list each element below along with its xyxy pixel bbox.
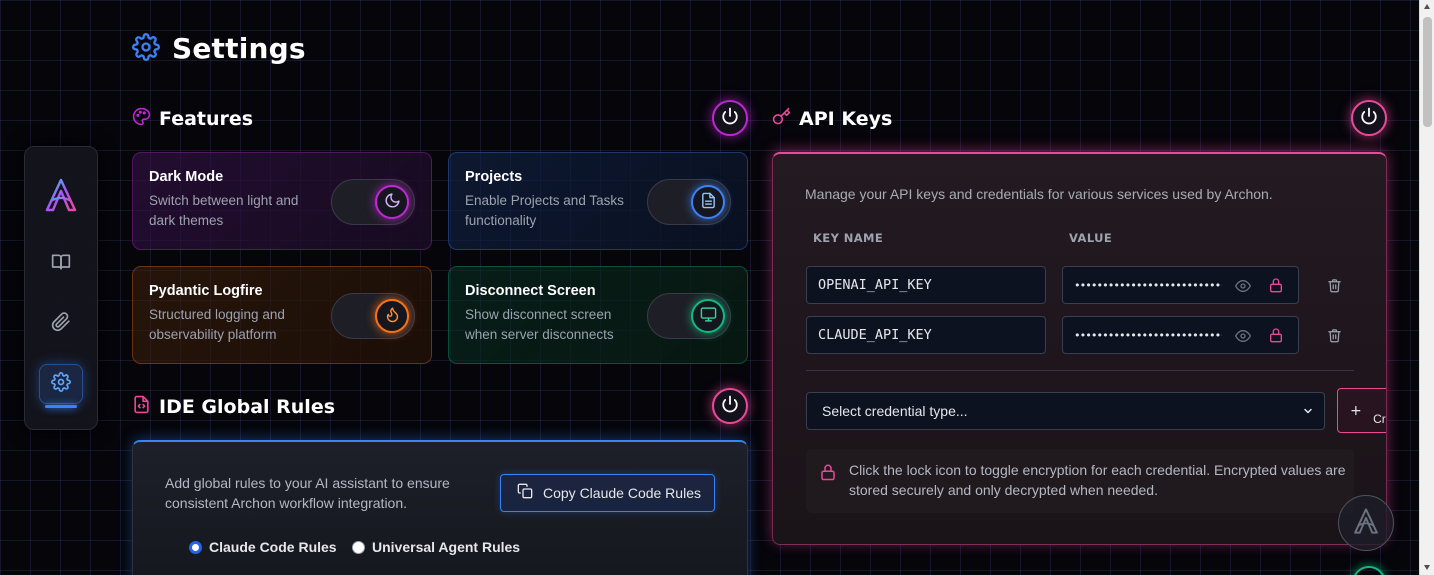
credential-type-select[interactable]: Select credential type... [806,392,1325,430]
ide-rules-heading: IDE Global Rules [132,395,335,418]
power-icon [721,107,739,129]
monitor-icon [700,306,717,327]
dark-mode-toggle[interactable] [331,179,415,225]
lock-icon[interactable] [1268,327,1284,347]
add-credential-label: A Cre [1370,395,1386,427]
scroll-down-arrow-icon[interactable] [1424,565,1430,570]
radio-universal[interactable]: Universal Agent Rules [352,539,520,555]
book-icon [51,252,71,276]
copy-rules-button[interactable]: Copy Claude Code Rules [500,474,715,512]
scrollbar-thumb[interactable] [1423,17,1432,127]
toggle-knob [691,185,725,219]
features-heading: Features [132,107,253,130]
key-value-input[interactable]: •••••••••••••••••••••••••••••••••••• [1062,316,1299,354]
sidebar-item-settings[interactable] [39,364,83,404]
page-title-text: Settings [172,32,306,65]
trash-icon[interactable] [1327,278,1342,297]
features-title: Features [159,107,254,130]
api-keys-power-button[interactable] [1351,100,1387,136]
archon-logo-icon [1352,507,1380,539]
encryption-note: Click the lock icon to toggle encryption… [806,449,1354,513]
toggle-knob [691,299,725,333]
power-icon [1360,107,1378,129]
moon-icon [384,192,401,213]
feature-card-dark-mode: Dark Mode Switch between light and dark … [132,152,432,250]
eye-icon[interactable] [1235,278,1251,298]
paperclip-icon [51,312,71,336]
select-value: Select credential type... [822,403,968,419]
disconnect-toggle[interactable] [647,293,731,339]
key-name-input[interactable]: CLAUDE_API_KEY [806,316,1046,354]
scrollbar[interactable] [1419,0,1434,575]
floating-archon-button[interactable] [1338,495,1394,551]
ide-rules-description: Add global rules to your AI assistant to… [165,475,450,511]
archon-logo[interactable] [43,177,79,217]
ide-rules-power-button[interactable] [712,388,748,424]
gear-icon [51,372,71,396]
flame-icon [384,306,401,327]
logfire-toggle[interactable] [331,293,415,339]
sidebar-item-mcp[interactable] [39,304,83,344]
feature-description: Switch between light and dark themes [149,193,299,228]
radio-claude-code[interactable]: Claude Code Rules [189,539,337,555]
features-power-button[interactable] [712,100,748,136]
lock-icon [819,463,837,485]
feature-title: Dark Mode [149,169,224,185]
sidebar [24,146,98,430]
copy-icon [517,483,533,503]
ide-rules-panel: Add global rules to your AI assistant to… [132,440,748,575]
feature-title: Disconnect Screen [465,283,596,299]
radio-label: Universal Agent Rules [372,539,521,555]
radio-unselected[interactable] [352,540,365,554]
copy-rules-label: Copy Claude Code Rules [543,485,701,501]
projects-toggle[interactable] [647,179,731,225]
key-icon [772,107,791,130]
eye-icon[interactable] [1235,328,1251,348]
add-credential-button[interactable]: + A Cre [1337,388,1386,433]
column-header-value: VALUE [1069,231,1113,245]
active-indicator [45,405,77,408]
add-label-line2: Cre [1373,411,1386,426]
radio-label: Claude Code Rules [209,539,337,555]
feature-description: Enable Projects and Tasks functionality [465,193,624,228]
add-label-line1: A [1370,395,1386,411]
power-icon [721,395,739,417]
api-keys-title: API Keys [799,107,893,130]
toggle-knob [375,299,409,333]
document-icon [700,192,717,213]
api-keys-panel: Manage your API keys and credentials for… [772,152,1387,545]
radio-selected[interactable] [189,540,202,554]
encryption-note-text: Click the lock icon to toggle encryption… [849,462,1346,498]
toggle-knob [375,185,409,219]
code-file-icon [132,395,151,418]
next-section-power-button[interactable] [1352,566,1386,575]
page-title: Settings [132,32,306,65]
feature-description: Structured logging and observability pla… [149,307,285,342]
api-keys-heading: API Keys [772,107,892,130]
plus-icon: + [1350,402,1362,419]
api-keys-description: Manage your API keys and credentials for… [805,186,1273,202]
feature-description: Show disconnect screen when server disco… [465,307,614,342]
column-header-key: KEY NAME [813,231,884,245]
scroll-up-arrow-icon[interactable] [1424,4,1430,9]
feature-title: Pydantic Logfire [149,283,263,299]
feature-card-logfire: Pydantic Logfire Structured logging and … [132,266,432,364]
divider [806,370,1354,371]
masked-value: •••••••••••••••••••••••••••••••••••• [1074,328,1222,342]
ide-rules-title: IDE Global Rules [159,395,336,418]
key-name-input[interactable]: OPENAI_API_KEY [806,266,1046,304]
palette-icon [132,107,151,130]
masked-value: •••••••••••••••••••••••••••••••••••• [1074,278,1222,292]
gear-icon [132,32,160,65]
sidebar-item-knowledge[interactable] [39,244,83,284]
chevron-down-icon [1302,402,1314,421]
feature-card-disconnect: Disconnect Screen Show disconnect screen… [448,266,748,364]
feature-card-projects: Projects Enable Projects and Tasks funct… [448,152,748,250]
trash-icon[interactable] [1327,328,1342,347]
key-value-input[interactable]: •••••••••••••••••••••••••••••••••••• [1062,266,1299,304]
feature-title: Projects [465,169,523,185]
lock-icon[interactable] [1268,277,1284,297]
